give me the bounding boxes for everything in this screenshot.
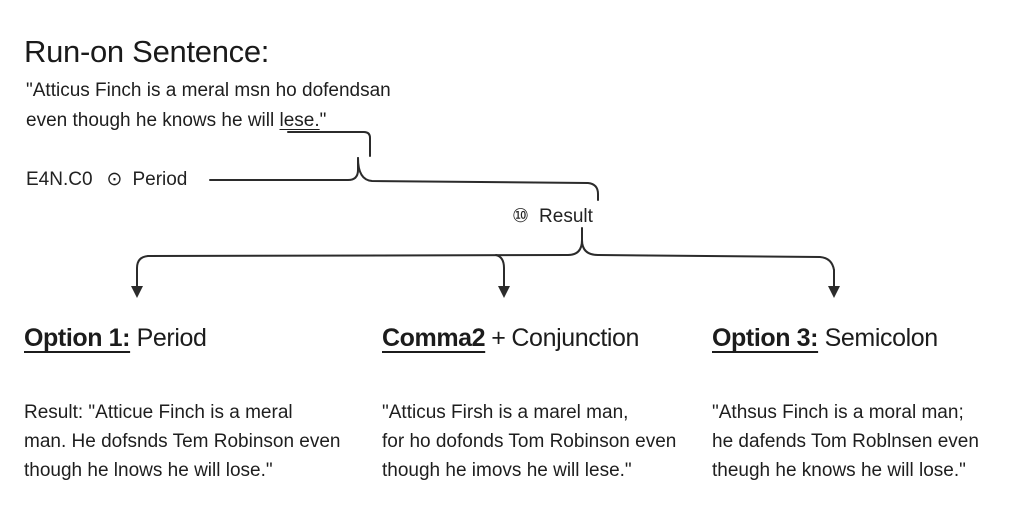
- branch-option-2: [495, 254, 505, 291]
- period-label: E4N.C0 ⊙ Period: [26, 168, 187, 191]
- period-icon: ⊙: [106, 169, 123, 190]
- option-2-example: "Atticus Firsh is a marel man, for ho do…: [382, 402, 677, 481]
- option-3-title: Option 3: Semicolon: [712, 324, 938, 353]
- option-2-title-underlined: Comma2: [382, 324, 486, 352]
- option-1-title: Option 1: Period: [24, 324, 207, 353]
- arrowhead-option-2: [498, 286, 510, 298]
- option-1-title-underlined: Option 1:: [24, 324, 131, 352]
- run-on-sentence-line-2: even though he knows he will lese.": [26, 110, 326, 132]
- branch-option-1: [136, 255, 149, 291]
- option-3-example: "Athsus Finch is a moral man; he dafends…: [712, 402, 979, 481]
- period-connector: [209, 157, 359, 181]
- sentence-line-2-end: ": [319, 110, 327, 131]
- option-3-title-underlined: Option 3:: [712, 324, 819, 352]
- option-2-plus: +: [491, 324, 506, 352]
- period-label-prefix: E4N.C0: [26, 169, 93, 190]
- diagram-title: Run-on Sentence:: [24, 34, 270, 69]
- option-3-title-rest: Semicolon: [818, 324, 939, 352]
- result-icon: ⑩: [512, 206, 530, 227]
- option-1-example: Result: "Atticue Finch is a meral man. H…: [24, 402, 341, 481]
- option-2-title-rest: Conjunction: [511, 324, 640, 352]
- arrowhead-option-1: [131, 286, 143, 298]
- split-brace-right: [581, 239, 835, 271]
- result-label-text: Result: [539, 206, 593, 227]
- period-label-text: Period: [132, 169, 188, 190]
- sentence-underlined-word: lese.: [279, 110, 320, 131]
- run-on-sentence-line-1: "Atticus Finch is a meral msn ho dofends…: [26, 80, 391, 101]
- sentence-line-2-start: even though he knows he will: [26, 110, 280, 131]
- sentence-bracket: [287, 131, 371, 157]
- brace-to-result: [357, 157, 599, 201]
- split-brace: [147, 227, 583, 257]
- option-2-title: Comma2+Conjunction: [382, 324, 639, 353]
- arrowhead-option-3: [828, 286, 840, 298]
- result-label: ⑩ Result: [512, 205, 593, 228]
- option-1-title-rest: Period: [130, 324, 207, 352]
